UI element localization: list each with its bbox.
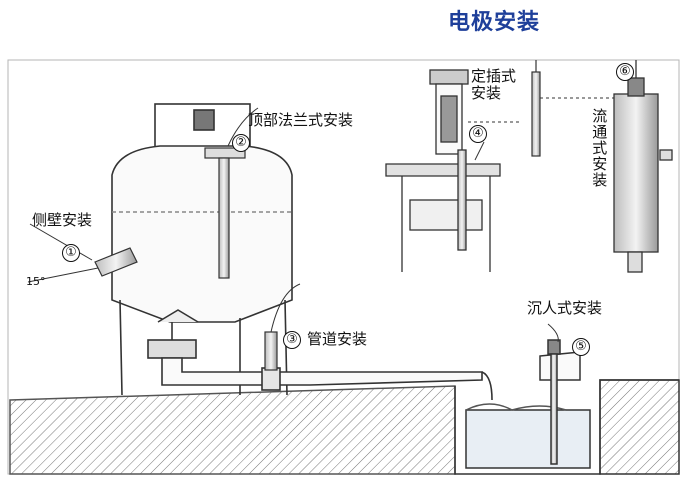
label-pipeline: 管道安装: [307, 330, 368, 348]
label-side-wall: 侧壁安装: [32, 211, 93, 229]
immersion-tank: [454, 339, 680, 475]
diagram-title: 电极安装: [448, 10, 541, 35]
pipeline: [161, 357, 493, 401]
top-flange-sensor: [204, 107, 259, 279]
probe: [531, 60, 541, 157]
label-flow-through: 流通式安装: [590, 108, 609, 188]
marker-5: ⑤: [572, 338, 590, 356]
label-angle: 15°: [26, 275, 46, 288]
side-wall-sensor: [27, 223, 138, 283]
label-immersion: 沉人式安装: [527, 299, 603, 317]
ground: [9, 385, 456, 475]
marker-2: ②: [232, 134, 250, 152]
label-top-flange: 顶部法兰式安装: [248, 111, 354, 129]
leader-lines: [474, 141, 559, 343]
tank: [111, 103, 293, 396]
marker-1: ①: [62, 244, 80, 262]
marker-6: ⑥: [616, 63, 634, 81]
label-plug-in: 定插式安装: [471, 67, 517, 103]
marker-4: ④: [469, 125, 487, 143]
pipeline-sensor: [264, 283, 301, 371]
flow-through-cell: [540, 60, 673, 273]
marker-3: ③: [283, 331, 301, 349]
plug-in-assembly: [385, 69, 520, 272]
